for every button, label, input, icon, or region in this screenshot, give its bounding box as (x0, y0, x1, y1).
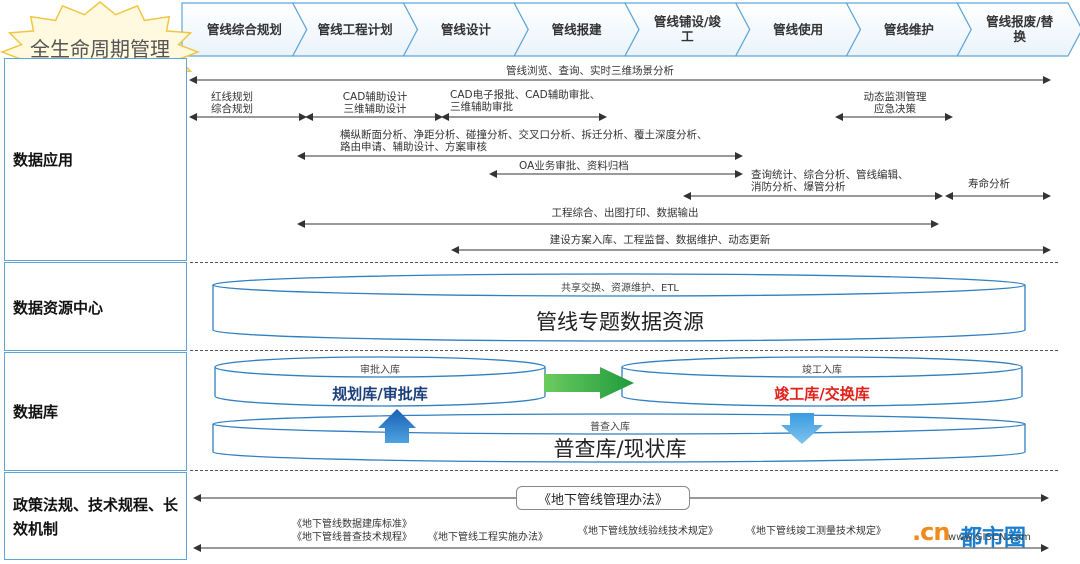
resource-cylinder (212, 285, 1026, 342)
section-title-database: 数据库 (13, 403, 59, 421)
planning-db-title: 规划库/审批库 (332, 385, 428, 403)
watermark-url: www.GISCN.com (948, 532, 1031, 543)
up-arrow (378, 409, 416, 443)
completion-in-label: 竣工入库 (802, 365, 842, 376)
divider-1 (190, 262, 1058, 263)
green-transfer-arrow (544, 367, 634, 399)
app-cad-design: CAD辅助设计 三维辅助设计 (342, 91, 408, 115)
resource-top-label: 共享交换、资源维护、ETL (561, 283, 679, 294)
stage-label-1: 管线综合规划 (206, 22, 282, 37)
divider-2 (190, 350, 1058, 351)
app-engineering: 工程综合、出图打印、数据输出 (551, 207, 699, 219)
app-oa: OA业务审批、资料归档 (519, 160, 629, 172)
survey-cylinder (212, 424, 1026, 463)
down-arrow (781, 413, 823, 444)
completion-cylinder (621, 367, 1023, 407)
stage-label-2: 管线工程计划 (317, 22, 393, 37)
std-1: 《地下管线数据建库标准》 (292, 519, 412, 530)
stage-label-3: 管线设计 (440, 22, 491, 37)
planning-cylinder (214, 367, 546, 407)
stage-label-8: 管线报废/替换 (986, 14, 1054, 44)
section-data-application: 数据应用 (4, 58, 187, 261)
divider-3 (190, 470, 1058, 471)
stage-label-6: 管线使用 (773, 22, 824, 37)
section-database: 数据库 (4, 352, 187, 471)
section-title-data-application: 数据应用 (13, 151, 74, 169)
app-cross-section: 横纵断面分析、净距分析、碰撞分析、交叉口分析、拆迁分析、覆土深度分析、 路由申请… (340, 129, 708, 153)
section-title-policy: 政策法规、技术规程、长效机制 (13, 496, 179, 538)
main-law: 《地下管线管理办法》 (537, 493, 668, 508)
stage-label-4: 管线报建 (551, 22, 602, 37)
section-title-resource-center: 数据资源中心 (13, 299, 104, 317)
app-storage: 建设方案入库、工程监督、数据维护、动态更新 (549, 234, 771, 246)
approval-in-label: 审批入库 (360, 365, 400, 376)
app-cad-submit: CAD电子报批、CAD辅助审批、 三维辅助审批 (450, 89, 601, 113)
stage-label-5: 管线铺设/竣工 (653, 14, 721, 44)
section-policy: 政策法规、技术规程、长效机制 (4, 472, 187, 560)
stage-chevrons (181, 2, 1080, 57)
std-5: 《地下管线竣工测量技术规定》 (746, 526, 886, 537)
stage-chevron-8 (956, 2, 1080, 57)
section-resource-center: 数据资源中心 (4, 262, 187, 351)
app-query: 查询统计、综合分析、管线编辑、 消防分析、爆管分析 (751, 169, 909, 193)
std-4: 《地下管线放线验线技术规定》 (578, 526, 718, 537)
app-lifespan: 寿命分析 (968, 178, 1010, 190)
survey-in-label: 普查入库 (590, 422, 630, 433)
std-3: 《地下管线工程实施办法》 (428, 532, 548, 543)
completion-db-title: 竣工库/交换库 (774, 385, 870, 403)
survey-db-title: 普查库/现状库 (553, 437, 687, 461)
app-browse: 管线浏览、查询、实时三维场景分析 (506, 65, 674, 77)
resource-title: 管线专题数据资源 (536, 310, 704, 334)
main-law-box (516, 486, 690, 510)
stage-label-7: 管线维护 (883, 22, 934, 37)
watermark-logo: .cn (912, 518, 950, 546)
watermark-brand: 都市圈 (960, 526, 1027, 551)
app-monitor: 动态监测管理 应急决策 (863, 91, 927, 115)
app-redline: 红线规划 综合规划 (211, 91, 253, 115)
badge-text: 全生命周期管理 (30, 37, 170, 61)
std-2: 《地下管线普查技术规程》 (292, 532, 412, 543)
